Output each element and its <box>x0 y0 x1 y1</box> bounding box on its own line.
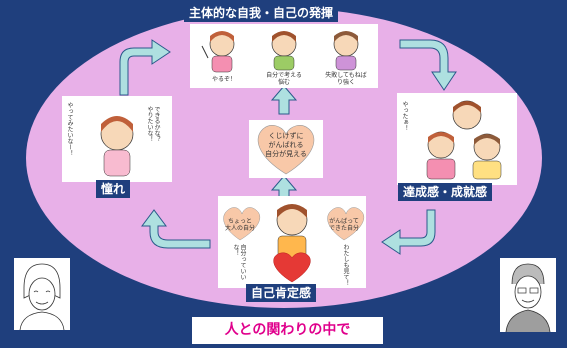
bottom-banner: 人との関わりの中で <box>192 317 383 344</box>
top-label: 主体的な自我・自己の発揮 <box>184 4 339 22</box>
right-panel: やったぁ！ <box>397 93 517 185</box>
left-label: 憧れ <box>96 180 131 198</box>
right-bubble-text: できるかな？ やりたいな！ <box>146 106 160 142</box>
right-label: 達成感・成就感 <box>398 183 493 201</box>
caption-think: 自分で考える 悩む <box>266 72 302 86</box>
left-bubble-text: やってみたいなー！ <box>66 102 73 156</box>
longing-girl-illustration <box>100 116 134 177</box>
child-figure-1 <box>201 31 235 73</box>
center-heart-shape <box>249 120 323 178</box>
heart-right-text: がんばって できた自分 <box>328 218 359 232</box>
arrow-top-to-right <box>399 39 457 91</box>
right-adult-panel <box>500 258 556 333</box>
arrow-right-to-bottom <box>381 209 436 255</box>
left-adult-panel <box>14 258 70 331</box>
left-panel: やってみたいなー！ できるかな？ やりたいな！ <box>62 96 172 182</box>
heart-left-text: ちょっと 大人の自分 <box>224 218 255 232</box>
center-heart-panel: くじけずに がんばれる 自分が見える <box>249 120 323 178</box>
bottom-left-text: 自分っていいな！ <box>232 244 246 280</box>
bottom-right-text: わたしも見て！ <box>342 244 349 286</box>
right-bubble-text: やったぁ！ <box>401 101 408 131</box>
child-figure-2 <box>271 31 297 71</box>
top-panel: やるぞ！ 自分で考える 悩む 失敗してもねばり強く <box>190 24 378 88</box>
self-esteem-girl-illustration <box>223 204 364 283</box>
right-adult-face-icon <box>505 263 551 333</box>
bottom-panel: ちょっと 大人の自分 がんばって できた自分 自分っていいな！ わたしも見て！ <box>218 196 366 288</box>
top-children-illustration <box>201 31 359 73</box>
achievement-children-illustration <box>426 100 502 180</box>
caption-yaruzo: やるぞ！ <box>211 76 236 83</box>
caption-persist: 失敗してもねばり強く <box>325 72 367 86</box>
left-adult-face-icon <box>19 263 65 331</box>
arrow-left-to-top <box>119 39 171 96</box>
child-figure-3 <box>333 31 359 71</box>
bottom-label: 自己肯定感 <box>246 284 317 302</box>
center-heart-text: くじけずに がんばれる 自分が見える <box>265 132 307 158</box>
arrow-center-up <box>270 85 298 115</box>
arrow-bottom-to-left <box>141 209 211 249</box>
